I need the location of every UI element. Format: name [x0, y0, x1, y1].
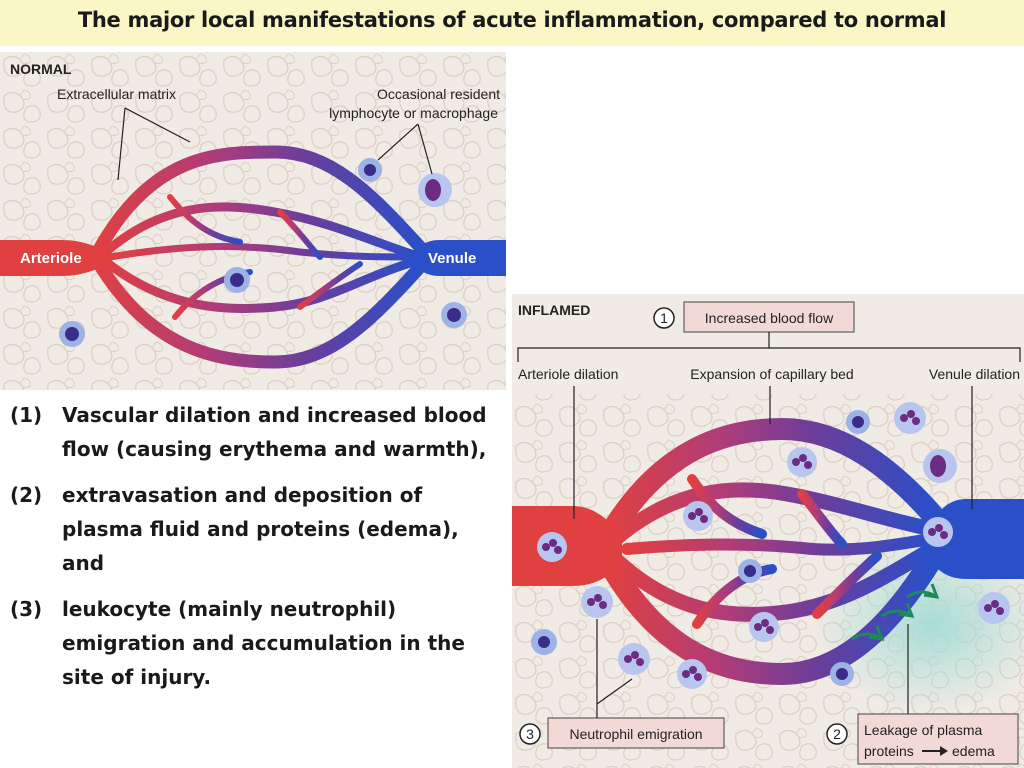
list-item-text: Vascular dilation and increased blood fl…	[62, 403, 487, 461]
dilated-venule	[922, 499, 1024, 579]
svg-text:edema: edema	[952, 743, 995, 759]
manifestations-list: (1) Vascular dilation and increased bloo…	[10, 398, 500, 706]
list-item-text: leukocyte (mainly neutrophil) emigration…	[62, 597, 465, 689]
dilation-pointer-lines	[573, 386, 973, 519]
list-item: (2) extravasation and deposition of plas…	[10, 478, 500, 580]
matrix-pointer-lines	[117, 107, 191, 181]
step1-marker: 1	[653, 307, 675, 329]
list-item: (3) leukocyte (mainly neutrophil) emigra…	[10, 592, 500, 694]
arteriole-label: Arteriole	[20, 250, 82, 267]
inflamed-diagram: INFLAMED 1 Increased blood flow Arteriol…	[512, 294, 1024, 768]
capillary-expansion-label: Expansion of capillary bed	[690, 366, 853, 382]
normal-heading: NORMAL	[10, 61, 72, 77]
list-item-number: (2)	[10, 483, 43, 507]
extracellular-matrix-label: Extracellular matrix	[57, 86, 176, 102]
step2-marker: 2	[826, 723, 848, 745]
list-item-number: (3)	[10, 597, 43, 621]
resident-cells	[59, 158, 467, 347]
svg-text:Leakage of plasma: Leakage of plasma	[864, 722, 983, 738]
dilated-capillary-network	[596, 417, 943, 686]
increased-blood-flow-box: Increased blood flow	[683, 301, 855, 333]
leakage-box: Leakage of plasma proteins edema	[857, 713, 1019, 765]
svg-text:1: 1	[660, 310, 668, 326]
arteriole-dilation-label: Arteriole dilation	[518, 366, 618, 382]
svg-text:Increased blood flow: Increased blood flow	[705, 310, 834, 326]
neutrophils	[531, 402, 1010, 689]
step3-marker: 3	[519, 723, 541, 745]
svg-text:Neutrophil emigration: Neutrophil emigration	[569, 726, 702, 742]
edema-arrows	[851, 583, 940, 641]
neutrophil-emigration-box: Neutrophil emigration	[547, 717, 725, 749]
inflamed-heading: INFLAMED	[518, 302, 590, 318]
dilated-arteriole	[512, 506, 622, 586]
venule	[410, 240, 506, 276]
bracket-top	[517, 332, 1021, 362]
arteriole	[0, 240, 110, 276]
resident-label-line2: lymphocyte or macrophage	[329, 105, 498, 121]
svg-text:proteins: proteins	[864, 743, 914, 759]
emigration-pointer-lines	[596, 619, 633, 718]
svg-text:3: 3	[526, 726, 534, 742]
resident-label-line1: Occasional resident	[377, 86, 500, 102]
normal-diagram: Arteriole Venule NORMAL Extracellular ma…	[0, 52, 506, 390]
venule-dilation-label: Venule dilation	[929, 366, 1020, 382]
list-item: (1) Vascular dilation and increased bloo…	[10, 398, 500, 466]
list-item-number: (1)	[10, 403, 43, 427]
venule-label: Venule	[428, 250, 476, 267]
title-bar	[0, 0, 1024, 46]
list-item-text: extravasation and deposition of plasma f…	[62, 483, 459, 575]
svg-text:2: 2	[833, 726, 841, 742]
page-title: The major local manifestations of acute …	[77, 8, 947, 32]
resident-pointer-lines	[377, 123, 433, 175]
